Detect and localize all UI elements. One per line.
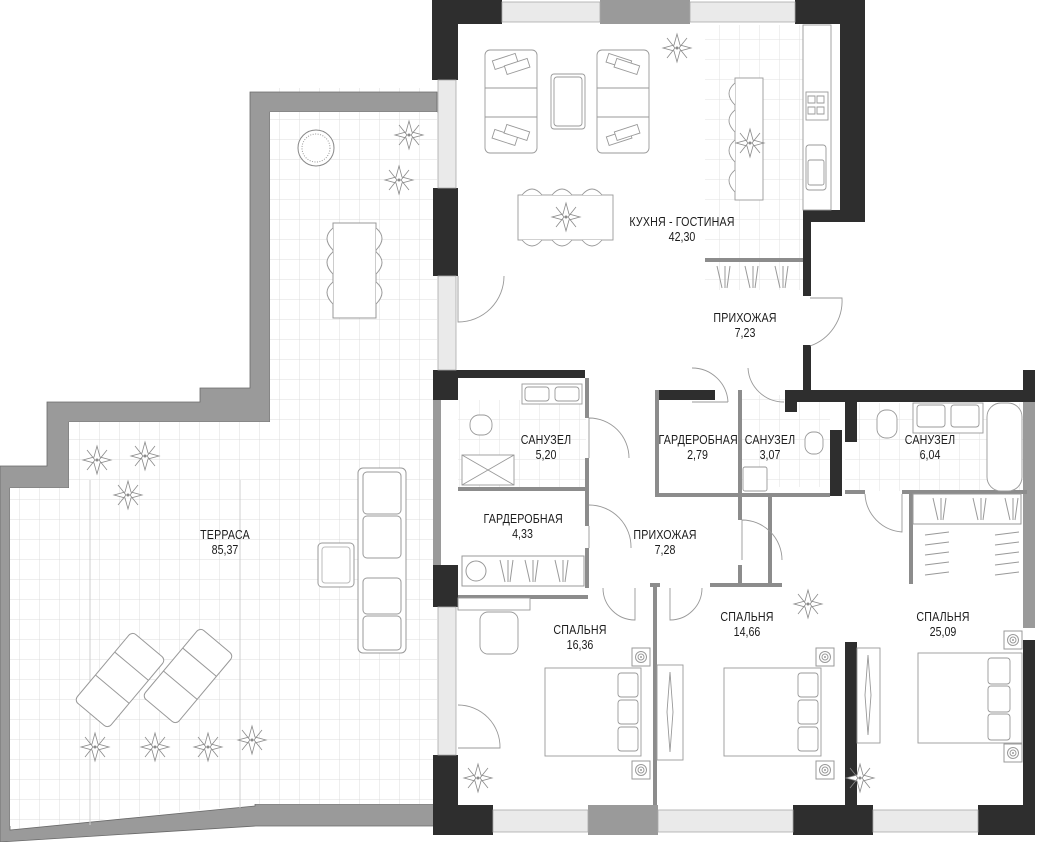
room-label-bathroom-1: САНУЗЕЛ 5,20 bbox=[513, 432, 579, 462]
plant-icon bbox=[82, 445, 112, 475]
room-area: 3,07 bbox=[759, 447, 781, 462]
room-area: 42,30 bbox=[668, 229, 696, 244]
room-name: САНУЗЕЛ bbox=[744, 432, 796, 447]
room-label-bedroom-2: СПАЛЬНЯ 14,66 bbox=[714, 609, 780, 639]
room-name: ПРИХОЖАЯ bbox=[633, 527, 697, 542]
terrace bbox=[0, 88, 438, 842]
plant-icon bbox=[113, 480, 143, 510]
room-label-hallway-2: ПРИХОЖАЯ 7,28 bbox=[628, 527, 702, 557]
terrace-sofa bbox=[317, 467, 407, 654]
nightstand-icon bbox=[631, 647, 651, 667]
room-label-terrace: ТЕРРАСА 85,37 bbox=[192, 527, 258, 557]
doors bbox=[457, 275, 903, 749]
room-area: 14,66 bbox=[733, 624, 761, 639]
room-name: ТЕРРАСА bbox=[200, 527, 250, 542]
bathroom-1-fixtures bbox=[461, 383, 583, 486]
plant-icon bbox=[237, 725, 267, 755]
plant-icon bbox=[662, 33, 692, 63]
room-area: 25,09 bbox=[929, 624, 957, 639]
bedroom-3-wardrobe bbox=[912, 493, 1022, 576]
nightstand-icon bbox=[1003, 743, 1023, 763]
bathroom-2-fixtures bbox=[742, 431, 824, 492]
room-label-bedroom-3: СПАЛЬНЯ 25,09 bbox=[910, 609, 976, 639]
nightstand-icon bbox=[631, 760, 651, 780]
living-furniture bbox=[484, 24, 832, 247]
plant-icon bbox=[193, 732, 223, 762]
terrace-lounger bbox=[75, 632, 165, 728]
plant-icon bbox=[394, 120, 424, 150]
wardrobe-2-fixtures bbox=[461, 555, 585, 587]
room-name: КУХНЯ - ГОСТИНАЯ bbox=[629, 214, 735, 229]
room-label-wardrobe-2: ГАРДЕРОБНАЯ 4,33 bbox=[483, 511, 563, 541]
room-label-kitchen-living: КУХНЯ - ГОСТИНАЯ 42,30 bbox=[625, 214, 740, 244]
room-area: 7,28 bbox=[654, 542, 676, 557]
room-name: ГАРДЕРОБНАЯ bbox=[658, 432, 738, 447]
room-name: СПАЛЬНЯ bbox=[553, 622, 607, 637]
plant-icon bbox=[130, 441, 160, 471]
plant-icon bbox=[793, 589, 823, 619]
bedroom-3-furniture bbox=[917, 652, 1023, 744]
nightstand-icon bbox=[815, 647, 835, 667]
plant-icon bbox=[845, 763, 875, 793]
room-area: 2,79 bbox=[687, 447, 708, 462]
room-name: СПАЛЬНЯ bbox=[916, 609, 970, 624]
plant-icon bbox=[735, 128, 765, 158]
room-name: ПРИХОЖАЯ bbox=[713, 310, 777, 325]
partitions bbox=[458, 258, 1027, 805]
bathroom-3-fixtures bbox=[876, 402, 1023, 492]
sofa-left bbox=[484, 49, 538, 154]
plant-icon bbox=[463, 763, 493, 793]
terrace-lounger bbox=[143, 628, 233, 724]
room-area: 85,37 bbox=[211, 542, 239, 557]
terrace-dining-table bbox=[326, 222, 383, 319]
plant-icon bbox=[551, 202, 581, 232]
room-label-bathroom-2: САНУЗЕЛ 3,07 bbox=[737, 432, 803, 462]
structural-grey bbox=[433, 0, 1035, 835]
room-name: САНУЗЕЛ bbox=[520, 432, 572, 447]
room-name: ГАРДЕРОБНАЯ bbox=[483, 511, 563, 526]
room-area: 6,04 bbox=[919, 447, 941, 462]
room-area: 5,20 bbox=[535, 447, 557, 462]
room-area: 4,33 bbox=[512, 526, 533, 541]
room-label-wardrobe-1: ГАРДЕРОБНАЯ 2,79 bbox=[658, 432, 738, 462]
plant-icon bbox=[384, 165, 414, 195]
nightstand-icon bbox=[815, 760, 835, 780]
plant-icon bbox=[140, 732, 170, 762]
chair bbox=[479, 611, 519, 655]
room-label-bedroom-1: СПАЛЬНЯ 16,36 bbox=[547, 622, 613, 652]
bedroom-1-furniture bbox=[457, 597, 684, 761]
room-area: 7,23 bbox=[734, 325, 756, 340]
nightstand-icon bbox=[1003, 630, 1023, 650]
exterior-walls bbox=[432, 0, 1035, 835]
plant-icon bbox=[80, 732, 110, 762]
room-label-hallway-1: ПРИХОЖАЯ 7,23 bbox=[708, 310, 782, 340]
room-name: САНУЗЕЛ bbox=[904, 432, 956, 447]
grill-icon bbox=[297, 129, 335, 167]
bedroom-2-furniture bbox=[723, 647, 881, 757]
room-area: 16,36 bbox=[566, 637, 594, 652]
desk bbox=[457, 597, 531, 611]
room-name: СПАЛЬНЯ bbox=[720, 609, 774, 624]
room-label-bathroom-3: САНУЗЕЛ 6,04 bbox=[897, 432, 963, 462]
windows bbox=[437, 1, 979, 833]
